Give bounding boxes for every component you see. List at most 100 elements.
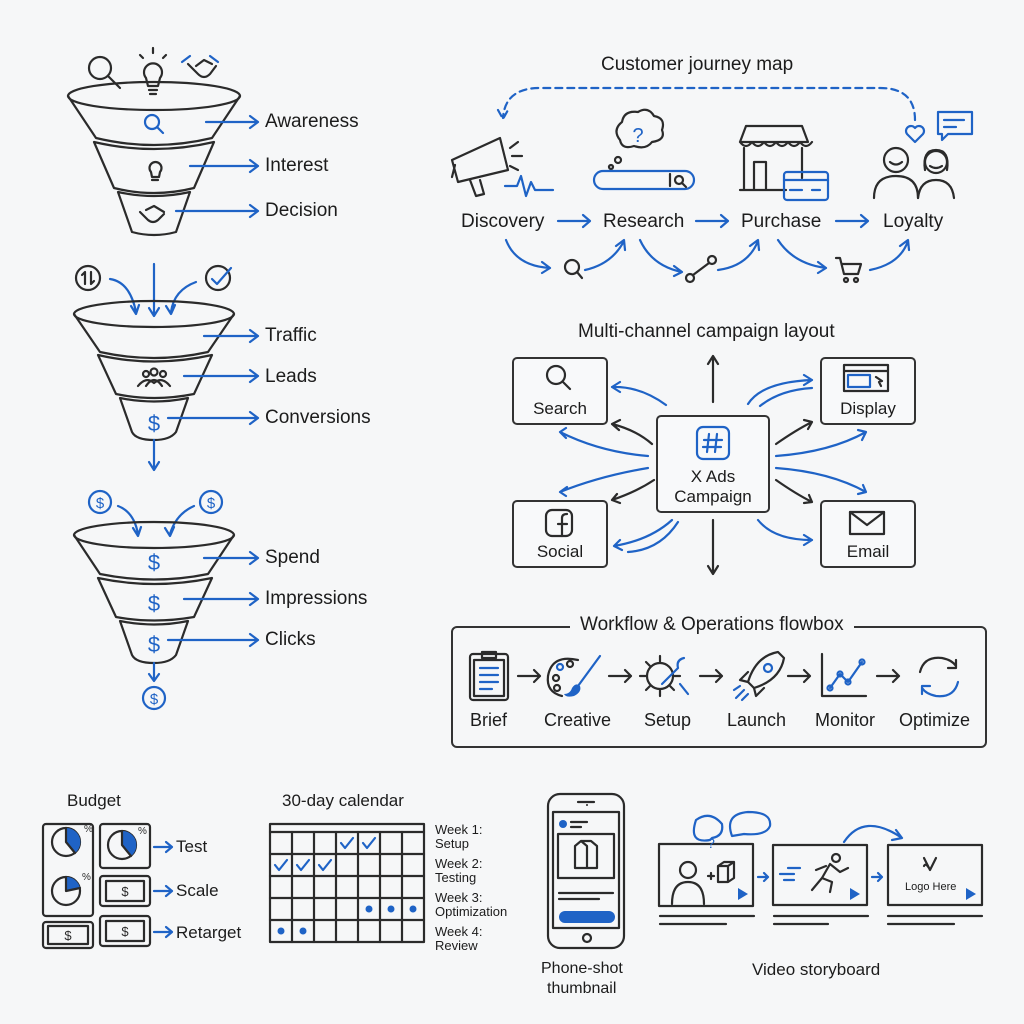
people-group-icon — [136, 367, 172, 388]
budget-item-retarget: Retarget — [176, 923, 242, 942]
dot-marker — [299, 927, 307, 935]
journey-title: Customer journey map — [601, 54, 794, 75]
chat-bubble-icon — [936, 110, 974, 142]
home-button — [581, 932, 593, 944]
play-icon — [966, 888, 976, 900]
week-phase: Optimization — [435, 904, 508, 919]
channel-email[interactable]: Email — [820, 500, 916, 568]
pie-chart-icon: % — [106, 826, 147, 861]
clipboard-icon — [468, 650, 510, 702]
search-icon — [545, 364, 572, 391]
stage-label-conversions: Conversions — [265, 407, 371, 428]
week-label: Week 1: — [435, 822, 483, 837]
pie-chart-icon: % — [50, 824, 93, 858]
banknote-icon: $ — [46, 924, 90, 946]
workflow-step-setup: Setup — [644, 710, 692, 730]
storefront-icon — [738, 124, 814, 192]
phone-caption-line2: thumbnail — [547, 980, 617, 997]
calendar-week-2: Week 2:Testing — [435, 857, 482, 885]
budget-item-scale: Scale — [176, 881, 219, 900]
budget-item-test: Test — [176, 837, 208, 856]
svg-text:%: % — [138, 826, 147, 837]
journey-step-discovery: Discovery — [461, 211, 545, 232]
budget-title: Budget — [67, 791, 121, 810]
dollar-coin-output-icon: $ — [141, 685, 167, 711]
dollar-coin-icon: $ — [87, 489, 113, 515]
pulse-icon — [503, 174, 555, 198]
svg-text:%: % — [82, 872, 91, 883]
person-icon — [678, 860, 698, 880]
week-phase: Testing — [435, 870, 477, 885]
channel-label: Display — [840, 399, 896, 418]
hub-label-line1: X Ads — [690, 467, 736, 486]
hub-label-line2: Campaign — [674, 487, 752, 506]
runner-icon — [830, 852, 842, 864]
x-ads-campaign-hub[interactable]: X Ads Campaign — [656, 415, 770, 513]
svg-text:$: $ — [150, 691, 159, 708]
question-bubble-icon — [692, 814, 724, 842]
workflow-step-monitor: Monitor — [815, 710, 876, 730]
campaign-title: Multi-channel campaign layout — [578, 321, 835, 342]
credit-card-icon — [782, 170, 830, 202]
dollar-coin-icon: $ — [198, 489, 224, 515]
channel-search[interactable]: Search — [512, 357, 608, 425]
play-icon — [850, 888, 860, 900]
week-label: Week 4: — [435, 924, 483, 939]
storyboard-frame-3 — [886, 843, 984, 926]
svg-text:$: $ — [121, 884, 129, 899]
stage-label-leads: Leads — [265, 366, 317, 387]
calendar-week-1: Week 1:Setup — [435, 823, 482, 851]
calendar-title: 30-day calendar — [282, 791, 404, 810]
share-node-icon — [684, 254, 718, 284]
workflow-title: Workflow & Operations flowbox — [570, 614, 854, 636]
thought-bubble-icon: ? — [607, 108, 665, 171]
line-chart-icon — [820, 652, 868, 698]
dollar-icon: $ — [148, 411, 160, 436]
workflow-step-creative: Creative — [544, 710, 612, 730]
stage-label-awareness: Awareness — [265, 111, 359, 132]
storyboard-frame-1: ? — [657, 810, 772, 926]
stage-search-icon — [143, 113, 165, 135]
workflow-step-brief: Brief — [470, 710, 508, 730]
stage-label-traffic: Traffic — [265, 325, 317, 346]
channel-social[interactable]: Social — [512, 500, 608, 568]
dot-marker — [387, 905, 395, 913]
avatar — [559, 820, 567, 828]
stage-label-impressions: Impressions — [265, 588, 368, 609]
storyboard-title: Video storyboard — [752, 960, 881, 979]
gear-wrench-icon — [638, 654, 690, 698]
svg-text:?: ? — [632, 125, 643, 147]
dot-marker — [277, 927, 285, 935]
browser-window-icon — [842, 363, 890, 393]
check-icon — [339, 836, 355, 850]
calendar-week-3: Week 3:Optimization — [435, 891, 507, 919]
workflow-step-optimize: Optimize — [899, 710, 971, 730]
dollar-icon: $ — [148, 550, 160, 575]
cta-button — [559, 911, 615, 923]
megaphone-icon — [450, 136, 524, 198]
channel-label: Email — [846, 542, 890, 561]
check-icon — [361, 836, 377, 850]
dot-marker — [365, 905, 373, 913]
logo-glyph-icon — [922, 856, 938, 872]
svg-text:$: $ — [96, 495, 105, 512]
channel-display[interactable]: Display — [820, 357, 916, 425]
journey-step-research: Research — [603, 211, 685, 232]
week-label: Week 3: — [435, 890, 483, 905]
channel-label: Search — [533, 399, 587, 418]
journey-step-loyalty: Loyalty — [883, 211, 944, 232]
checkmark-circle-icon — [204, 264, 233, 292]
stage-lightbulb-icon — [148, 160, 163, 182]
sort-arrows-icon — [74, 264, 102, 292]
calendar-frame — [268, 822, 426, 944]
check-icon — [273, 858, 289, 872]
speech-bubble-icon — [728, 810, 772, 838]
